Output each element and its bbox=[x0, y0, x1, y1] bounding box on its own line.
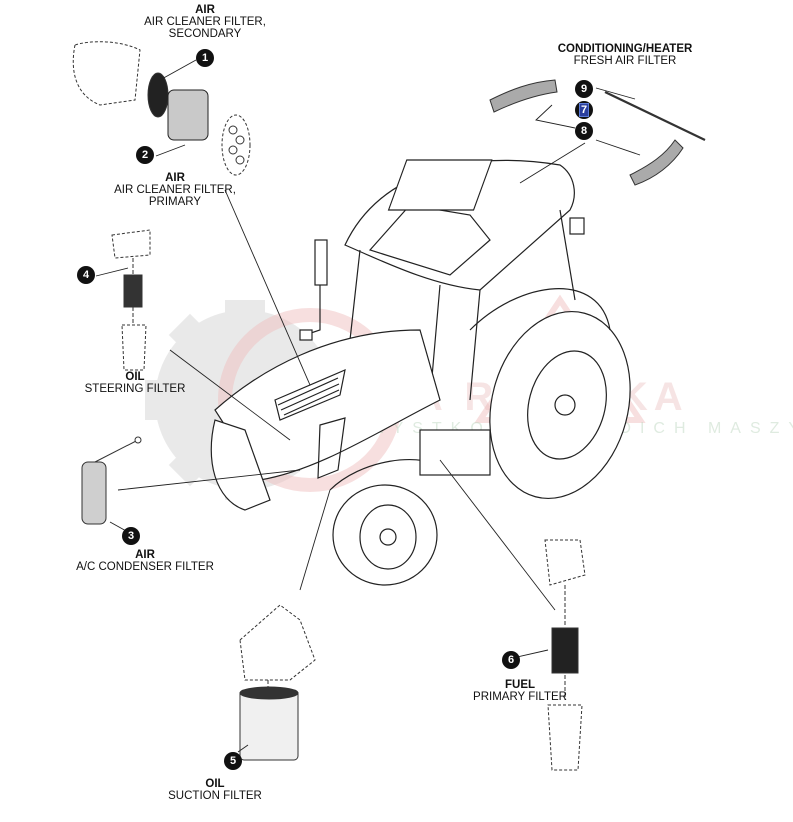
fresh-air-filter-left bbox=[489, 79, 558, 113]
primary-filter bbox=[167, 89, 209, 141]
callout-badge-6[interactable]: 6 bbox=[502, 651, 520, 669]
fresh-air-seal bbox=[604, 91, 706, 141]
label-steering-filter: OIL STEERING FILTER bbox=[84, 371, 186, 395]
callout-badge-9[interactable]: 9 bbox=[575, 80, 593, 98]
secondary-filter bbox=[147, 72, 169, 118]
oil-suction-filter bbox=[239, 689, 299, 761]
fuel-primary-filter bbox=[551, 627, 579, 674]
label-air-cleaner-primary: AIR AIR CLEANER FILTER, PRIMARY bbox=[114, 172, 236, 208]
label-ac-condenser-filter: AIR A/C CONDENSER FILTER bbox=[76, 549, 214, 573]
callout-badge-7[interactable]: 7 bbox=[575, 101, 593, 119]
steering-filter bbox=[123, 274, 143, 308]
label-fuel-primary-filter: FUEL PRIMARY FILTER bbox=[473, 679, 567, 703]
callout-badge-5[interactable]: 5 bbox=[224, 752, 242, 770]
front-wheel bbox=[332, 484, 438, 586]
label-oil-suction-filter: OIL SUCTION FILTER bbox=[168, 778, 262, 802]
roof-filter-panel bbox=[387, 159, 493, 211]
hood bbox=[214, 329, 441, 481]
callout-badge-8[interactable]: 8 bbox=[575, 122, 593, 140]
callout-badge-2[interactable]: 2 bbox=[136, 146, 154, 164]
label-fresh-air-filter: CONDITIONING/HEATER FRESH AIR FILTER bbox=[557, 43, 693, 67]
fresh-air-filter-right bbox=[629, 139, 684, 186]
label-air-cleaner-secondary: AIR AIR CLEANER FILTER, SECONDARY bbox=[144, 4, 266, 40]
callout-badge-1[interactable]: 1 bbox=[196, 49, 214, 67]
callout-badge-4[interactable]: 4 bbox=[77, 266, 95, 284]
ac-condenser-filter bbox=[81, 461, 107, 525]
rear-wheel bbox=[489, 310, 631, 500]
callout-badge-3[interactable]: 3 bbox=[122, 527, 140, 545]
